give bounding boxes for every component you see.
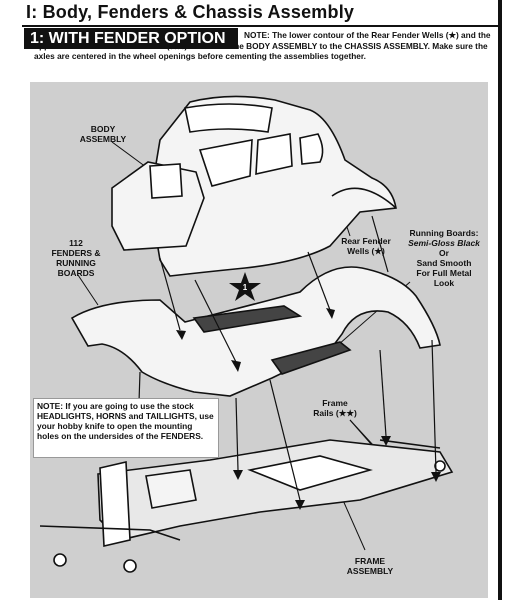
callout-star-icon [229,272,261,301]
label-frame-assembly: FRAME ASSEMBLY [346,556,394,576]
page-title: I: Body, Fenders & Chassis Assembly [26,2,355,22]
label-body-assembly: BODY ASSEMBLY [79,124,127,144]
label-rear-fender-wells: Rear Fender Wells (★) [341,236,391,256]
title-divider [22,25,498,27]
label-frame-rails: Frame Rails (★★) [313,398,357,418]
step-instruction-note: NOTE: The lower contour of the Rear Fend… [34,30,491,62]
step-banner: 1: WITH FENDER OPTION [24,28,238,49]
fender-note-box: NOTE: If you are going to use the stock … [33,398,219,458]
label-running-boards: Running Boards: Semi-Gloss Black Or Sand… [408,228,480,288]
page-edge-border [498,0,502,600]
frame-assembly-drawing [39,439,454,573]
callout-number: 1 [242,283,248,292]
fenders-running-boards-drawing [70,266,441,397]
body-assembly-drawing [111,95,397,277]
label-fenders-running-boards: 112 FENDERS & RUNNING BOARDS [51,238,101,278]
